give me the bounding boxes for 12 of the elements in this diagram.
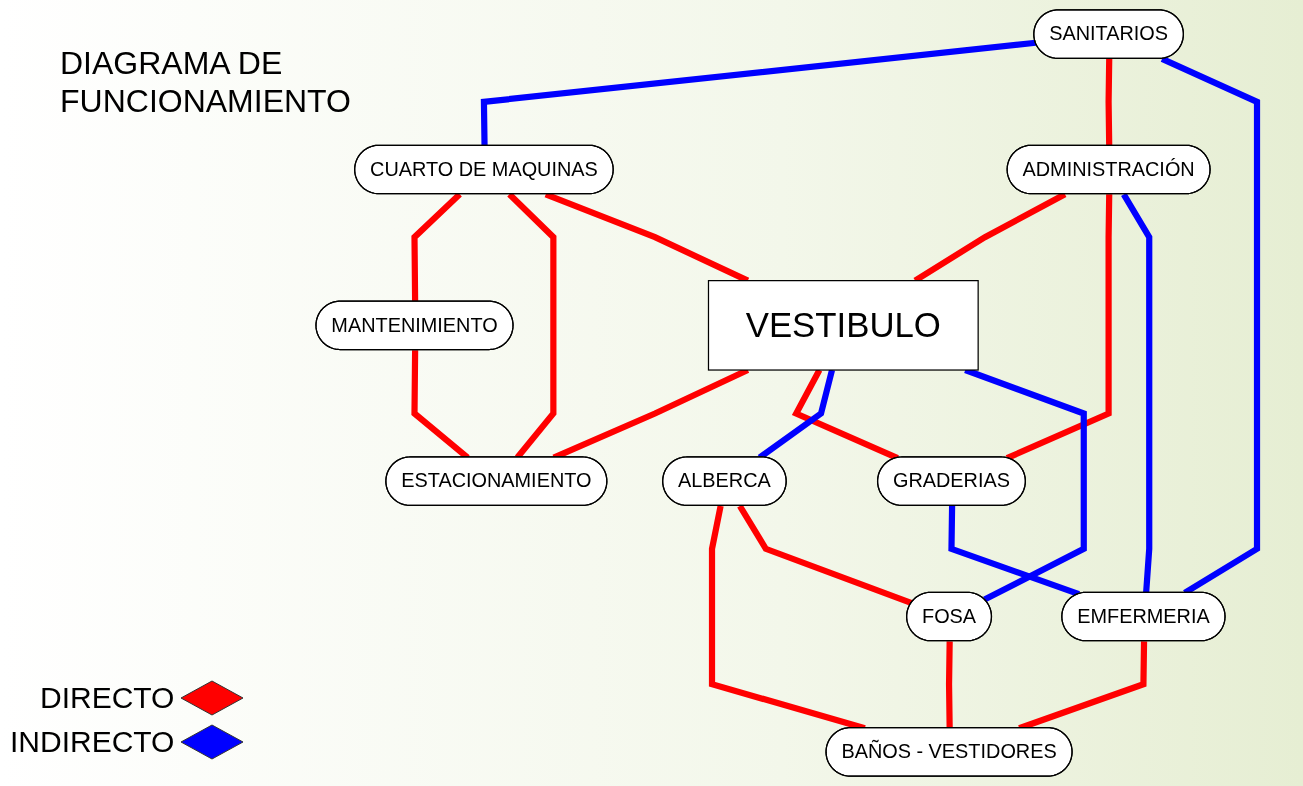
connector bbox=[411, 192, 462, 302]
connector bbox=[1121, 192, 1153, 594]
connector bbox=[737, 504, 913, 607]
legend-label: INDIRECTO bbox=[10, 725, 175, 759]
legend-label: DIRECTO bbox=[40, 681, 175, 715]
connector bbox=[1005, 194, 1113, 461]
node-box: VESTIBULO bbox=[707, 280, 979, 371]
connector bbox=[945, 641, 953, 729]
connector bbox=[948, 505, 1080, 598]
diagram-title: DIAGRAMA DE FUNCIONAMIENTO bbox=[60, 44, 352, 120]
connector bbox=[1105, 58, 1113, 146]
connector bbox=[480, 39, 1037, 146]
